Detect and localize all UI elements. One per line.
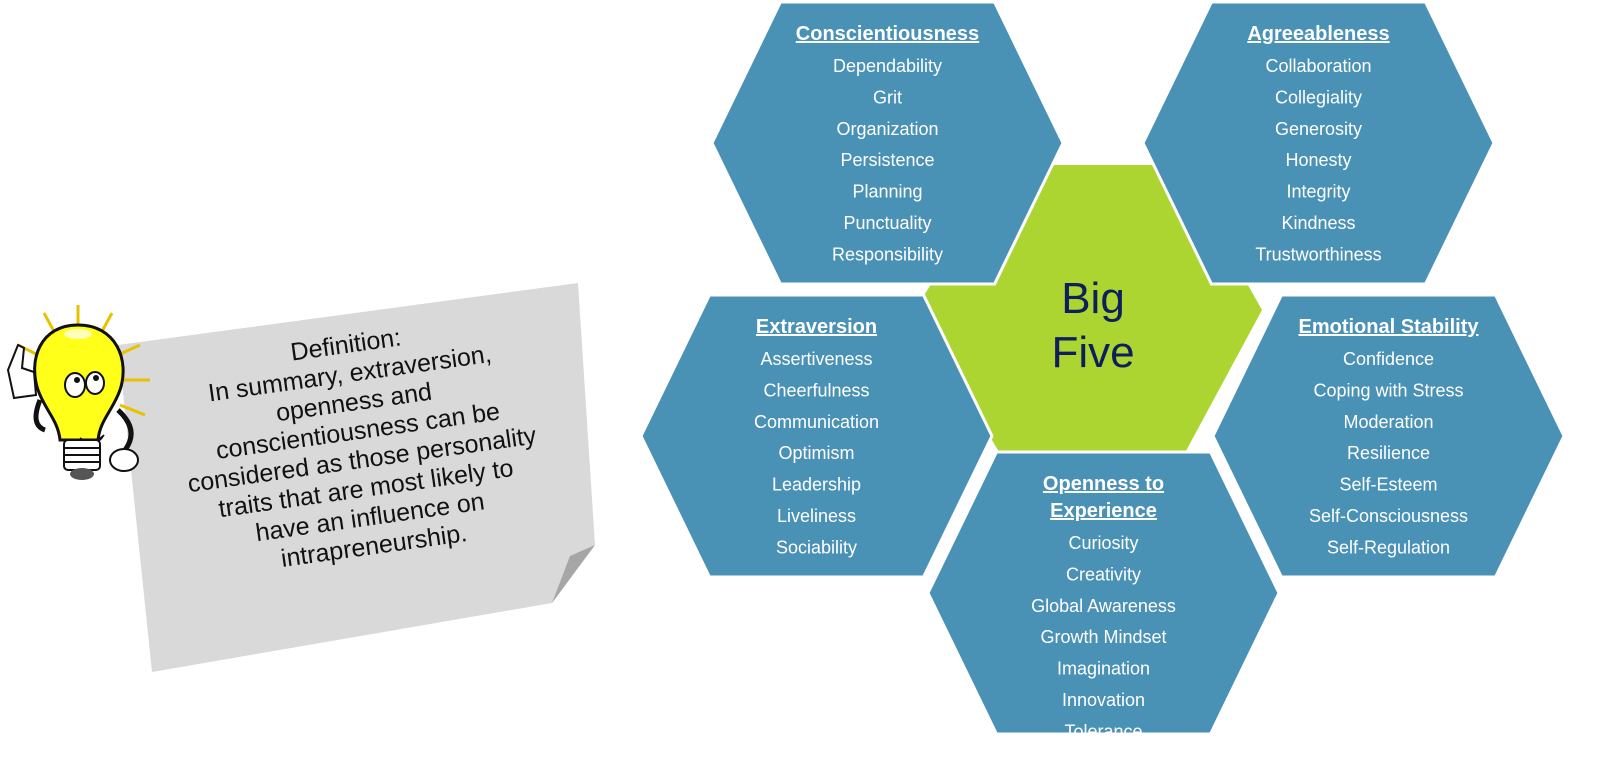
lightbulb-character-icon [6,305,150,480]
card-fold [552,545,595,603]
trait-hexagon-conscientiousness: ConscientiousnessDependabilityGritOrgani… [710,0,1065,286]
trait-item: Self-Regulation [1327,537,1450,557]
trait-item: Resilience [1347,443,1430,463]
trait-item: Organization [836,119,938,139]
trait-item: Planning [852,182,922,202]
trait-item: Global Awareness [1031,596,1176,616]
trait-item: Liveliness [777,506,856,526]
trait-item: Honesty [1285,150,1351,170]
trait-item: Punctuality [843,213,931,233]
trait-item: Persistence [840,150,934,170]
trait-item: Tolerance [1064,721,1142,741]
hexagon-shape [1141,0,1496,286]
trait-item: Optimism [779,443,855,463]
trait-item: Communication [754,412,879,432]
trait-item: Growth Mindset [1040,627,1166,647]
trait-item: Self-Consciousness [1309,506,1468,526]
center-title-line2: Five [1051,328,1134,377]
trait-item: Assertiveness [760,349,872,369]
trait-item: Imagination [1057,659,1150,679]
trait-item: Innovation [1062,690,1145,710]
trait-title: Emotional Stability [1298,316,1479,338]
trait-item: Moderation [1343,412,1433,432]
trait-title: Experience [1050,500,1157,522]
center-title-line1: Big [1061,274,1125,323]
definition-card [118,283,595,672]
trait-hexagon-agreeableness: AgreeablenessCollaborationCollegialityGe… [1141,0,1496,286]
card-body [118,283,595,672]
trait-item: Self-Esteem [1339,475,1437,495]
trait-item: Dependability [833,56,942,76]
trait-item: Generosity [1275,119,1362,139]
trait-item: Grit [873,87,902,107]
trait-hexagon-openness: Openness to ExperienceCuriosityCreativity… [926,450,1281,741]
trait-title: Conscientiousness [796,23,979,45]
trait-item: Collaboration [1265,56,1371,76]
trait-hexagon-extraversion: ExtraversionAssertivenessCheerfulnessCom… [639,293,994,579]
trait-title: Extraversion [756,316,877,338]
hexagon-shape [639,293,994,579]
trait-item: Leadership [772,475,861,495]
hexagon-shape [926,450,1281,736]
trait-item: Kindness [1281,213,1355,233]
hexagon-shape [1211,293,1566,579]
trait-item: Cheerfulness [763,380,869,400]
trait-item: Confidence [1343,349,1434,369]
trait-item: Responsibility [832,244,943,264]
trait-title: Agreeableness [1247,23,1389,45]
trait-item: Collegiality [1275,87,1362,107]
trait-item: Curiosity [1068,533,1138,553]
trait-item: Trustworthiness [1255,244,1381,264]
trait-item: Coping with Stress [1313,380,1463,400]
trait-title: Openness to [1043,473,1164,495]
trait-item: Sociability [776,537,857,557]
trait-item: Integrity [1286,182,1350,202]
trait-item: Creativity [1066,564,1141,584]
hexagon-shape [710,0,1065,286]
